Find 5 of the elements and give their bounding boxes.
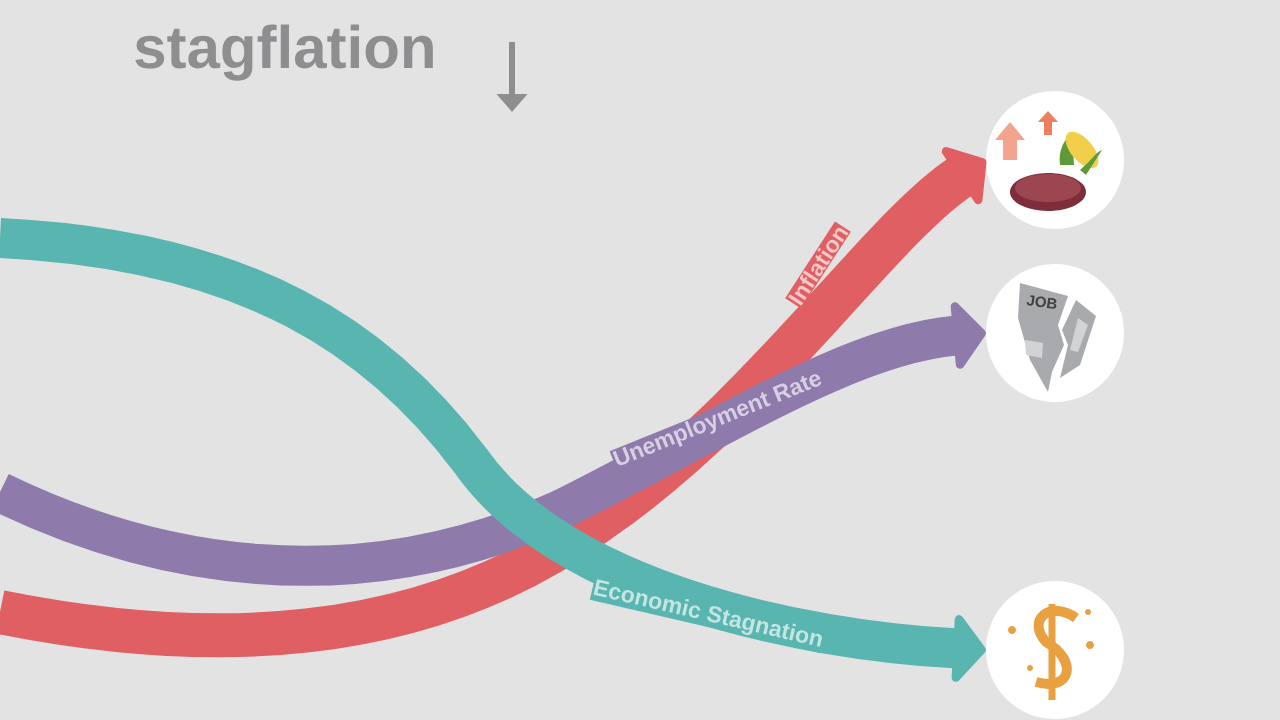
ribbon-arrow [0,302,986,586]
paper-heading: JOB [1026,295,1057,309]
title: stagflation [135,24,433,81]
ribbon-arrow [0,218,986,682]
ribbon-arrow [0,147,987,658]
